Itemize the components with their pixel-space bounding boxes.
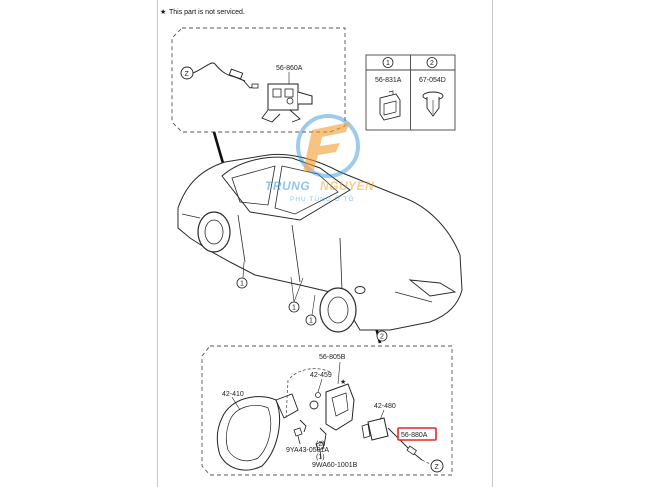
clip-67-054D-icon [422, 91, 444, 117]
label-42-410: 42-410 [222, 391, 244, 398]
car-callouts: 1 1 1 2 [236, 261, 388, 342]
callout-1-a: 1 [240, 281, 244, 288]
table-part-67-054D: 67-054D [419, 77, 446, 84]
watermark-logo: TRUNG NGUYEN PHỤ TÙNG Ô TÔ [265, 114, 374, 203]
actuator-56-860A [261, 83, 313, 123]
bottom-inset: 42-410 56-805B 42-459 ★ 42-480 56- [201, 345, 453, 476]
table-col1-number: 1 [386, 60, 390, 67]
parts-table: 1 2 56-831A 67-054D [365, 54, 456, 131]
not-serviced-note: This part is not serviced. [169, 9, 245, 16]
label-56-805B: 56-805B [319, 354, 346, 361]
label-9WA60-1001B: 9WA60-1001B [312, 462, 358, 469]
label-9YA43-0501A: 9YA43-0501A [286, 447, 329, 454]
screw-9YA43-0501A [293, 427, 303, 445]
z-callout-top-label: Z [185, 71, 190, 78]
label-42-480: 42-480 [374, 403, 396, 410]
clip-56-831A-icon [379, 90, 401, 121]
fuel-lid-42-410 [216, 393, 299, 471]
watermark-brand-b: NGUYEN [320, 179, 374, 193]
label-56-880A: 56-880A [401, 432, 428, 439]
table-part-56-831A: 56-831A [375, 77, 402, 84]
screw-9WA60-1001B [315, 441, 325, 459]
part-label-56-860A: 56-860A [276, 65, 303, 72]
watermark-brand-a: TRUNG [265, 179, 310, 193]
label-42-459: 42-459 [310, 372, 332, 379]
label-not-serviced-star: ★ [340, 378, 346, 386]
callout-1-b: 1 [292, 305, 296, 312]
highlight-box-56-880A [397, 427, 437, 441]
label-qty-2: (2) [316, 441, 325, 448]
label-qty-1: (1) [316, 454, 325, 461]
watermark-tagline: PHỤ TÙNG Ô TÔ [290, 194, 354, 203]
hinge-assembly [299, 383, 355, 447]
table-col2-number: 2 [430, 60, 434, 67]
z-callout-bottom [430, 459, 444, 473]
top-inset: Z 56-860A [171, 27, 346, 133]
not-serviced-star: ★ [160, 8, 166, 16]
sedan-illustration [177, 153, 463, 333]
callout-1-c: 1 [309, 318, 313, 325]
z-callout-bottom-label: Z [435, 464, 440, 471]
callout-2: 2 [380, 334, 384, 341]
actuator-56-880A [361, 417, 435, 467]
